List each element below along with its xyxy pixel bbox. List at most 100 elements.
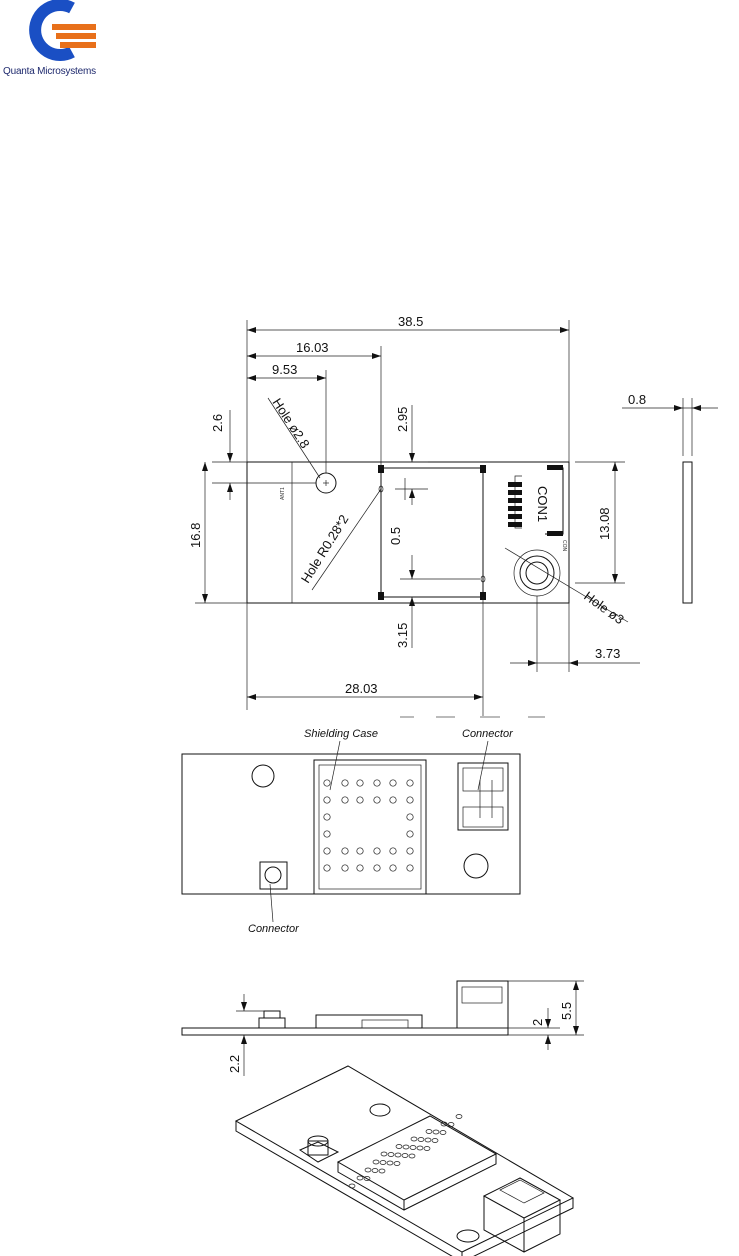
- dim-16-03: 16.03: [296, 340, 329, 355]
- shield-vent-hole: [324, 780, 330, 786]
- dim-28-03: 28.03: [345, 681, 378, 696]
- iso-vent-hole: [381, 1152, 387, 1156]
- iso-vent-hole: [388, 1153, 394, 1157]
- iso-vent-hole: [394, 1162, 400, 1166]
- shield-vent-hole: [324, 814, 330, 820]
- iso-vent-hole: [456, 1115, 462, 1119]
- dim-0-8: 0.8: [628, 392, 646, 407]
- iso-vent-hole: [433, 1130, 439, 1134]
- dim-13-08: 13.08: [597, 507, 612, 540]
- dim-2-6: 2.6: [210, 414, 225, 432]
- shield-vent-hole: [357, 780, 363, 786]
- thickness-view: 0.8: [622, 392, 718, 603]
- shield-vent-hole: [407, 797, 413, 803]
- con-small-label: CON: [561, 540, 567, 552]
- iso-vent-hole: [365, 1168, 371, 1172]
- shield-vent-hole: [357, 797, 363, 803]
- dim-9-53: 9.53: [272, 362, 297, 377]
- iso-vent-hole: [424, 1147, 430, 1151]
- shield-vent-hole: [390, 865, 396, 871]
- dim-3-15: 3.15: [395, 623, 410, 648]
- shield-vent-hole: [342, 865, 348, 871]
- shield-vent-hole: [357, 848, 363, 854]
- top-view: CON1 CON ANT1 38.5 16.03 9.53 2.6: [188, 314, 640, 718]
- rf-connector-outer: [514, 550, 560, 596]
- shield-vent-hole: [407, 865, 413, 871]
- iso-shield-dots: [349, 1115, 462, 1189]
- shield-vent-hole: [324, 797, 330, 803]
- dim-3-73: 3.73: [595, 646, 620, 661]
- board-edge: [683, 462, 692, 603]
- hole-r028-label: Hole R0.28*2: [298, 512, 352, 586]
- iso-vent-hole: [432, 1139, 438, 1143]
- iso-vent-hole: [387, 1161, 393, 1165]
- shield-vent-hole: [374, 848, 380, 854]
- iso-vent-hole: [403, 1145, 409, 1149]
- iso-hole-2: [457, 1230, 479, 1242]
- dim-0-5: 0.5: [388, 527, 403, 545]
- iso-vent-hole: [396, 1145, 402, 1149]
- shield-vent-hole: [342, 848, 348, 854]
- shield-vent-hole: [342, 797, 348, 803]
- side-rf-connector: [259, 1018, 285, 1028]
- ant1-label: ANT1: [280, 487, 286, 500]
- shield-vent-hole: [390, 848, 396, 854]
- rf-connector-box: [260, 862, 287, 889]
- shield-dot-grid: [324, 780, 413, 871]
- shielding-case-label: Shielding Case: [304, 728, 378, 740]
- dim-2-2: 2.2: [227, 1055, 242, 1073]
- shield-vent-hole: [374, 865, 380, 871]
- iso-vent-hole: [372, 1169, 378, 1173]
- connector-top-label: Connector: [462, 728, 514, 740]
- side-board-connector: [457, 981, 508, 1028]
- hole-3-label: Hole ø3: [581, 588, 627, 627]
- hole-2-8-label: Hole ø2.8: [269, 395, 312, 450]
- iso-vent-hole: [357, 1176, 363, 1180]
- dim-width: 16.8: [188, 523, 203, 548]
- shield-vent-hole: [407, 780, 413, 786]
- iso-vent-hole: [425, 1138, 431, 1142]
- iso-vent-hole: [410, 1146, 416, 1150]
- iso-vent-hole: [440, 1131, 446, 1135]
- con1-label: CON1: [535, 486, 550, 522]
- iso-vent-hole: [417, 1146, 423, 1150]
- iso-vent-hole: [379, 1169, 385, 1173]
- iso-board-top: [236, 1066, 573, 1252]
- shield-vent-hole: [407, 848, 413, 854]
- side-view: 5.5 2 2.2: [182, 981, 584, 1076]
- iso-vent-hole: [395, 1153, 401, 1157]
- isometric-view: [236, 1066, 573, 1256]
- shield-vent-hole: [374, 780, 380, 786]
- bottom-mounting-hole: [252, 765, 274, 787]
- shield-vent-hole: [324, 831, 330, 837]
- shield-vent-hole: [374, 797, 380, 803]
- iso-shield-top: [338, 1116, 496, 1200]
- iso-vent-hole: [426, 1130, 432, 1134]
- iso-hole-1: [370, 1104, 390, 1116]
- iso-vent-hole: [373, 1160, 379, 1164]
- shield-vent-hole: [324, 865, 330, 871]
- bottom-mounting-hole-2: [464, 854, 488, 878]
- dim-2: 2: [530, 1019, 545, 1026]
- shield-vent-hole: [390, 780, 396, 786]
- dim-2-95: 2.95: [395, 407, 410, 432]
- bottom-board-outline: [182, 754, 520, 894]
- shield-vent-hole: [407, 831, 413, 837]
- board-connector: [458, 763, 508, 830]
- iso-vent-hole: [380, 1161, 386, 1165]
- side-board: [182, 1028, 508, 1035]
- side-shield: [316, 1015, 422, 1028]
- shield-vent-hole: [407, 814, 413, 820]
- shield-vent-hole: [390, 797, 396, 803]
- iso-vent-hole: [411, 1137, 417, 1141]
- dim-overall-length: 38.5: [398, 314, 423, 329]
- iso-vent-hole: [402, 1154, 408, 1158]
- iso-vent-hole: [409, 1154, 415, 1158]
- bottom-view: Shielding Case Connector Connector: [182, 728, 520, 935]
- shield-vent-hole: [342, 780, 348, 786]
- shield-vent-hole: [357, 865, 363, 871]
- connector-bottom-label: Connector: [248, 923, 300, 935]
- shield-vent-hole: [324, 848, 330, 854]
- iso-vent-hole: [418, 1138, 424, 1142]
